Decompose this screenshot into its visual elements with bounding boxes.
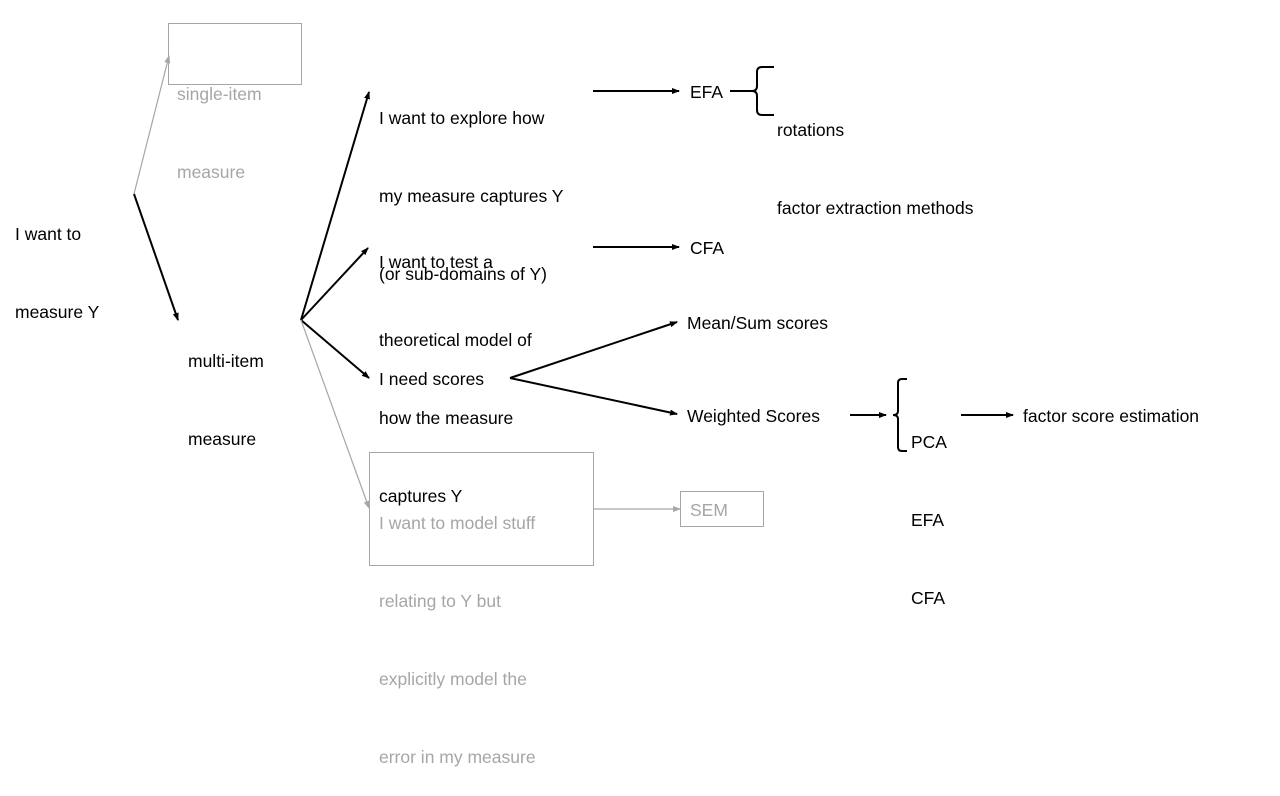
node-multi-item: multi-item measure	[188, 296, 264, 478]
node-explore: I want to explore how my measure capture…	[379, 53, 563, 313]
node-multi-item-line: measure	[188, 429, 257, 449]
node-sem: SEM	[690, 500, 728, 520]
arrow-multi-to-model-error	[300, 319, 370, 509]
node-explore-line: my measure captures Y	[379, 186, 564, 206]
node-model-error: I want to model stuff relating to Y but …	[379, 458, 536, 796]
node-test: I want to test a theoretical model of ho…	[379, 197, 532, 535]
arrow-root-to-multi-item	[133, 193, 179, 321]
node-model-error-line: I want to model stuff	[379, 513, 536, 533]
node-weighted-methods: PCA EFA CFA	[911, 377, 947, 637]
method-cfa: CFA	[911, 588, 946, 608]
single-item-box	[168, 23, 302, 85]
arrow-multi-to-explore	[300, 91, 370, 321]
node-explore-line: I want to explore how	[379, 108, 545, 128]
node-multi-item-line: multi-item	[188, 351, 264, 371]
method-efa: EFA	[911, 510, 945, 530]
efa-option-factor-extraction: factor extraction methods	[777, 198, 974, 218]
node-efa-options: rotations factor extraction methods	[777, 65, 973, 247]
arrow-multi-to-scores	[300, 319, 370, 379]
node-mean-sum: Mean/Sum scores	[687, 313, 829, 333]
efa-option-rotations: rotations	[777, 120, 845, 140]
node-test-line: theoretical model of	[379, 330, 532, 350]
arrow-root-to-single-item	[133, 55, 171, 195]
node-model-error-line: error in my measure	[379, 747, 536, 767]
node-model-error-line: explicitly model the	[379, 669, 527, 689]
method-pca: PCA	[911, 432, 947, 452]
node-root: I want to measure Y	[15, 169, 99, 351]
node-root-line: measure Y	[15, 302, 100, 322]
node-scores: I need scores	[379, 369, 485, 389]
arrow-multi-to-test	[300, 247, 369, 321]
node-factor-score: factor score estimation	[1023, 406, 1200, 426]
sem-box	[680, 491, 764, 527]
arrow-scores-to-mean-sum	[509, 321, 678, 379]
node-test-line: captures Y	[379, 486, 463, 506]
model-error-box	[369, 452, 594, 566]
flow-diagram-connectors	[133, 55, 1014, 512]
efa-options-brace	[751, 66, 774, 116]
node-root-line: I want to	[15, 224, 82, 244]
weighted-methods-brace	[892, 378, 907, 452]
node-single-item-line: measure	[177, 162, 246, 182]
node-single-item-line: single-item	[177, 84, 262, 104]
node-efa: EFA	[690, 82, 724, 102]
node-weighted: Weighted Scores	[687, 406, 820, 426]
node-single-item: single-item measure	[177, 29, 262, 211]
arrow-scores-to-weighted	[509, 377, 678, 416]
node-test-line: I want to test a	[379, 252, 493, 272]
node-cfa: CFA	[690, 238, 725, 258]
node-explore-line: (or sub-domains of Y)	[379, 264, 547, 284]
node-test-line: how the measure	[379, 408, 514, 428]
node-model-error-line: relating to Y but	[379, 591, 501, 611]
